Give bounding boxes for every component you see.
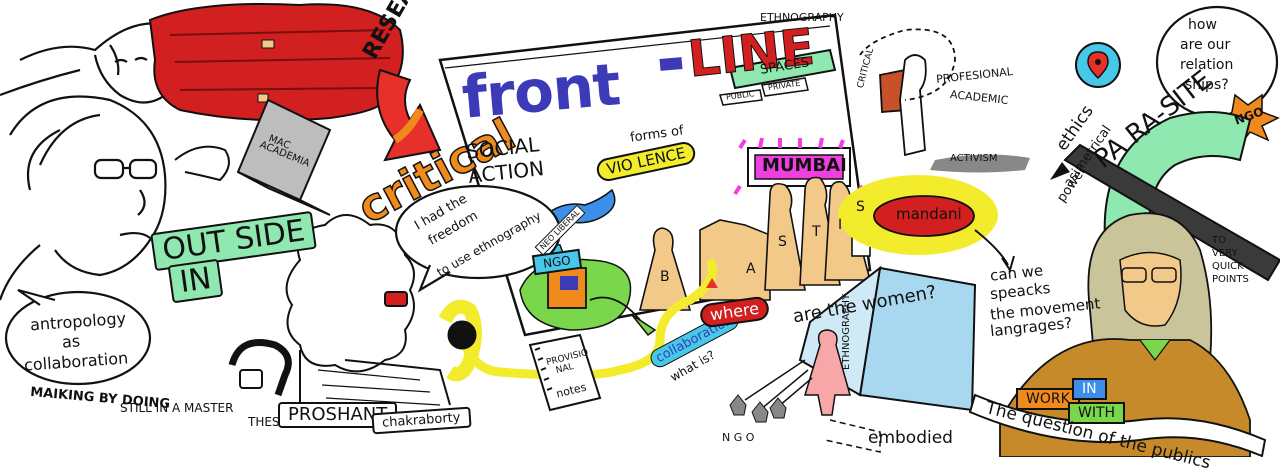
basti-letter-a: A [746, 261, 756, 277]
quick-points-line3: QUICK [1212, 261, 1244, 272]
embodied-label: embodied [868, 428, 953, 448]
title-dash [659, 57, 683, 71]
basti-letter-b: B [660, 269, 670, 285]
notebook-drawing [528, 333, 602, 412]
quick-points-line4: POINTS [1212, 274, 1249, 285]
relationships-line1: how [1188, 17, 1217, 33]
basti-letter-i: I [838, 217, 843, 233]
man-with-glasses-drawing [0, 95, 167, 301]
in-tag: IN [167, 258, 224, 304]
basti-letter-s2: S [856, 199, 865, 215]
mumbai-frame-drawing [733, 137, 868, 196]
mandani-blob-drawing [838, 175, 1015, 273]
ngo-bottom-label: N G O [722, 431, 755, 444]
mumbai-label: MUMBAI [762, 155, 847, 176]
relationships-line3: relation [1180, 57, 1234, 73]
embodied-figure-drawing [729, 265, 977, 453]
front-title: front [459, 50, 623, 132]
ethnography-top-label: ETHNOGRAPHY [760, 11, 844, 24]
curly-haired-man-drawing [285, 214, 451, 406]
spaces-tag-drawing [719, 48, 837, 106]
quick-points-line1: TO [1212, 235, 1226, 246]
with-tag: WITH [1068, 402, 1126, 424]
basti-letter-s: S [778, 234, 787, 250]
backpacker-drawing [859, 28, 1030, 173]
ethnography-vertical-label: ETHNOGRAPHY [841, 293, 852, 370]
red-drawers-drawing [148, 3, 404, 122]
red-research-arrow-drawing [376, 68, 442, 162]
parasite-arch-drawing [1103, 111, 1252, 241]
yellow-cable-drawing [438, 257, 717, 382]
work-tag: WORK [1016, 388, 1080, 410]
laptop-drawing [174, 98, 332, 216]
in-small-tag: IN [1072, 378, 1107, 400]
map-pin-drawing [1075, 42, 1121, 88]
still-master-line1: STILL IN A MASTER [120, 401, 234, 415]
antropology-line2: as [61, 331, 81, 352]
quick-points-line2: VERY [1212, 248, 1238, 259]
line-title: LINE [685, 17, 818, 89]
relationships-line2: are our [1180, 37, 1231, 53]
antropology-bubble-shape [4, 290, 152, 386]
relationships-line4: ships? [1185, 77, 1229, 93]
small-creature-drawing [228, 339, 292, 397]
marker-pen-drawing [1050, 143, 1280, 282]
activism-label: ACTIVISM [950, 153, 998, 164]
basti-letter-t: T [812, 224, 821, 240]
mandani-label: mandani [896, 205, 962, 223]
